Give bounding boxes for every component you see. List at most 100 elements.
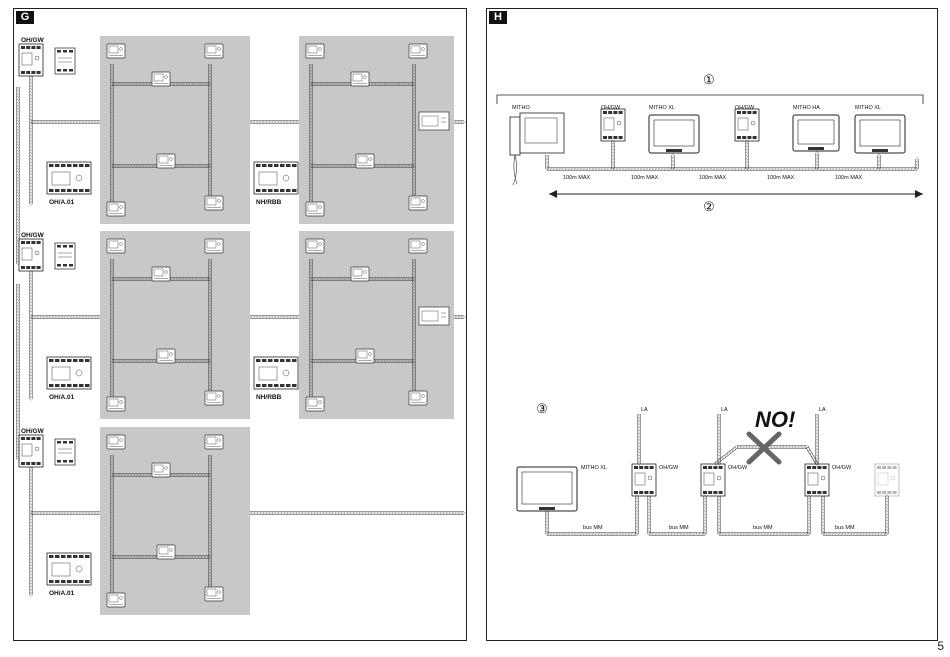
forbidden-cross-icon — [746, 431, 782, 465]
building-zone — [100, 427, 250, 615]
bus-cable-segment — [29, 466, 33, 597]
indoor-unit-icon — [204, 586, 224, 602]
bus-cable — [821, 494, 889, 536]
bus-cable — [672, 139, 749, 171]
arrowhead-left — [549, 190, 557, 198]
bus-cable-segment — [110, 63, 114, 204]
riser-label: LA — [641, 407, 648, 413]
bus-label: bus MM — [583, 525, 603, 531]
monitor-ha-icon — [792, 114, 840, 152]
bus-cable-segment — [110, 454, 114, 595]
building-zone — [100, 36, 250, 224]
indoor-unit-icon — [408, 195, 428, 211]
bus-cable-segment — [29, 270, 33, 401]
bus-cable-segment — [815, 413, 819, 466]
riser-label: LA — [721, 407, 728, 413]
distance-label: 100m MAX — [699, 175, 727, 181]
bus-cable — [647, 494, 707, 536]
distance-label: 100m MAX — [631, 175, 659, 181]
gateway-module-icon — [631, 463, 657, 497]
riser-cable — [110, 258, 114, 399]
bus-cable-segment — [745, 139, 749, 170]
indoor-unit-icon — [355, 153, 375, 169]
bus-cable-segment — [648, 532, 707, 536]
bus-cable-segment — [821, 495, 825, 536]
distance-label: 100m MAX — [835, 175, 863, 181]
indoor-unit-icon — [408, 238, 428, 254]
device-label-upper: OH/GW — [735, 105, 755, 111]
indoor-unit-icon — [151, 462, 171, 478]
indoor-unit-icon — [350, 266, 370, 282]
bus-cable-segment — [815, 151, 819, 170]
bus-cable-segment — [718, 532, 811, 536]
faded-gateway-icon — [874, 463, 900, 497]
indoor-unit-icon — [408, 43, 428, 59]
indoor-unit-icon — [151, 266, 171, 282]
indoor-unit-icon — [204, 434, 224, 450]
bus-cable-segment — [647, 495, 651, 536]
bus-cable-segment — [29, 75, 33, 206]
gateway-module-icon — [18, 434, 44, 468]
vertical-bus-cable — [29, 75, 33, 206]
bus-cable-segment — [545, 510, 549, 536]
span-bracket — [496, 94, 924, 104]
bus-cable-segment — [545, 154, 549, 171]
bus-cable-segment — [822, 532, 889, 536]
monitor-xl-icon — [854, 114, 906, 154]
callout-2: ② — [703, 199, 715, 214]
indoor-unit-icon — [106, 434, 126, 450]
bus-cable-segment — [309, 63, 313, 204]
device-label-upper: MITHO HA — [793, 105, 820, 111]
repeater-label: NH/RBB — [256, 199, 282, 206]
bus-cable-segment — [672, 167, 749, 171]
riser-cable — [412, 63, 416, 204]
bus-cable-segment — [807, 494, 811, 535]
gateway-module-icon — [700, 463, 726, 497]
bus-cable-segment — [671, 153, 675, 170]
indoor-unit-icon — [408, 390, 428, 406]
lower-monitor-label: MITHO XL — [581, 465, 607, 471]
bus-cable-segment — [878, 167, 919, 171]
callout-3: ③ — [536, 401, 548, 416]
building-zone — [100, 231, 250, 419]
handset-monitor-icon — [509, 112, 565, 186]
riser-cable — [637, 413, 641, 466]
bus-cable-segment — [915, 157, 919, 170]
lower-gateway-label: OH/GW — [659, 465, 679, 471]
bus-cable — [878, 157, 919, 171]
bus-cable-segment — [805, 446, 819, 465]
indoor-unit-icon — [156, 544, 176, 560]
device-label-upper: MITHO XL — [649, 105, 675, 111]
bus-cable-segment — [736, 445, 809, 449]
device-label-upper: MITHO XL — [855, 105, 881, 111]
gateway-module-icon — [18, 238, 44, 272]
bus-cable — [612, 153, 675, 171]
bus-label: bus MM — [669, 525, 689, 531]
bus-label: bus MM — [835, 525, 855, 531]
bus-cable — [746, 151, 819, 171]
bus-cable-segment — [412, 63, 416, 204]
supply-label: OH/A.01 — [49, 199, 75, 206]
power-supply-icon — [46, 356, 92, 390]
bus-cable-segment — [16, 283, 20, 461]
indoor-unit-icon — [355, 348, 375, 364]
bus-cable — [717, 494, 811, 536]
indoor-unit-icon — [106, 201, 126, 217]
indoor-unit-icon — [156, 153, 176, 169]
bus-cable-segment — [546, 532, 639, 536]
bus-cable-segment — [877, 153, 881, 170]
gateway-label: OH/GW — [21, 232, 45, 239]
riser-cable — [208, 63, 212, 204]
supply-label: OH/A.01 — [49, 394, 75, 401]
vertical-bus-cable — [29, 270, 33, 401]
bus-cable — [816, 153, 881, 171]
bus-cable-segment — [717, 495, 721, 536]
riser-cable — [309, 258, 313, 399]
callout-1: ① — [703, 72, 715, 87]
power-supply-icon — [46, 552, 92, 586]
bus-cable-segment — [611, 139, 615, 170]
repeater-label: NH/RBB — [256, 394, 282, 401]
auxiliary-module-icon — [54, 242, 76, 270]
